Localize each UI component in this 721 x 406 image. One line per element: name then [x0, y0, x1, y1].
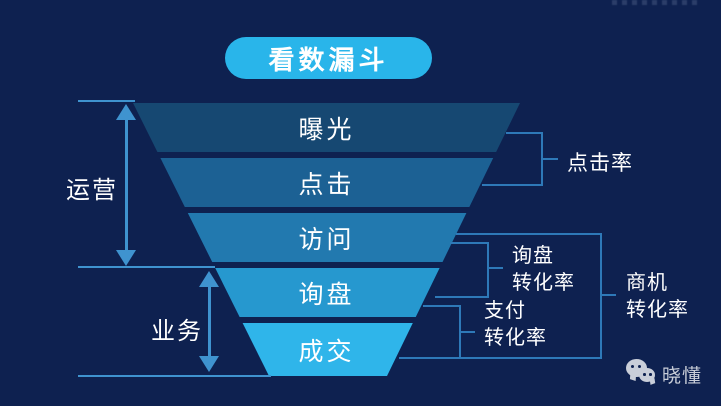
inquiry-conversion-bracket-top	[450, 242, 489, 244]
opportunity-conversion-line2: 转化率	[626, 299, 689, 321]
funnel-level-label: 成交	[298, 337, 355, 366]
inquiry-conversion-bracket-tick	[489, 267, 503, 269]
funnel-level-label: 询盘	[298, 280, 355, 309]
arrow-up-icon	[199, 271, 219, 287]
wechat-icon	[626, 358, 660, 387]
click-rate-label: 点击率	[567, 152, 633, 175]
opportunity-conversion-bracket-side	[600, 233, 602, 359]
operations-label: 运营	[66, 177, 118, 204]
funnel-level-click: 点击	[133, 158, 520, 207]
business-label: 业务	[151, 318, 203, 345]
measure-line-bottom	[78, 375, 271, 377]
click-rate-bracket-bottom	[482, 184, 543, 186]
opportunity-conversion-bracket-top	[456, 233, 602, 235]
funnel-level-exposure: 曝光	[133, 103, 520, 152]
funnel-level-label: 曝光	[298, 115, 355, 144]
funnel-level-label: 点击	[298, 170, 355, 199]
opportunity-conversion-line1: 商机	[626, 272, 668, 294]
funnel-level-label: 访问	[298, 225, 355, 254]
click-rate-bracket-top	[506, 132, 543, 134]
top-watermark	[612, 0, 698, 5]
business-range-arrow	[199, 271, 219, 372]
arrow-down-icon	[199, 356, 219, 372]
arrow-shaft	[124, 118, 128, 252]
inquiry-conversion-line1: 询盘	[512, 245, 554, 267]
operations-range-arrow	[116, 104, 136, 266]
payment-conversion-bracket-top	[423, 305, 461, 307]
click-rate-bracket-side	[541, 132, 543, 186]
payment-conversion-bracket-side	[459, 305, 461, 359]
brand-watermark: 晓懂	[662, 366, 703, 387]
payment-conversion-line1: 支付	[484, 300, 526, 322]
inquiry-conversion-bracket-bottom	[435, 296, 489, 298]
payment-conversion-bracket-bottom	[399, 357, 461, 359]
opportunity-conversion-label: 商机 转化率	[626, 270, 689, 324]
inquiry-conversion-line2: 转化率	[512, 272, 575, 294]
measure-line-middle	[78, 266, 215, 268]
page-title-label: 看数漏斗	[268, 44, 389, 75]
arrow-up-icon	[116, 104, 136, 120]
click-rate-bracket-tick	[543, 158, 558, 160]
arrow-shaft	[207, 285, 211, 358]
payment-conversion-bracket-tick	[461, 331, 475, 333]
funnel-level-visit: 访问	[133, 213, 520, 262]
inquiry-conversion-bracket-side	[487, 242, 489, 298]
arrow-down-icon	[116, 250, 136, 266]
payment-conversion-line2: 转化率	[484, 327, 547, 349]
page-title: 看数漏斗	[225, 37, 432, 79]
funnel-level-inquiry: 询盘	[133, 268, 520, 317]
payment-conversion-label: 支付 转化率	[484, 298, 547, 352]
inquiry-conversion-label: 询盘 转化率	[512, 243, 575, 297]
opportunity-conversion-bracket-tick	[602, 294, 616, 296]
opportunity-conversion-bracket-bottom	[461, 357, 602, 359]
measure-line-top	[78, 100, 135, 102]
